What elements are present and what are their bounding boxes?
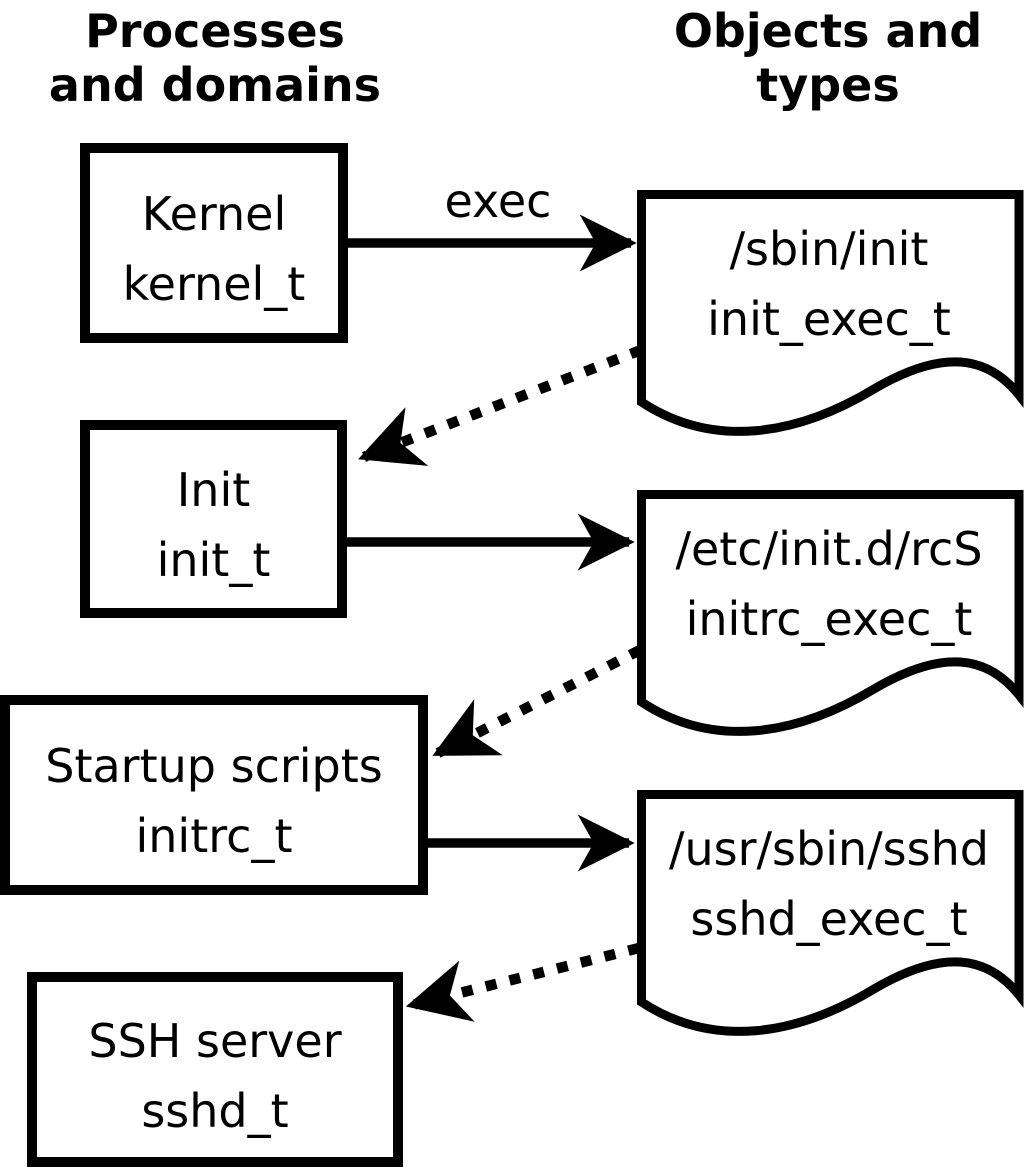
object-path: /etc/init.d/rcS (675, 522, 983, 576)
left-header-line2: and domains (48, 58, 382, 112)
document-shape-sbin-init (637, 190, 1024, 436)
object-doc-etc-initd-rcs: /etc/init.d/rcS initrc_exec_t (634, 514, 1024, 654)
document-shape-usr-sbin-sshd (637, 790, 1024, 1036)
process-label: Kernel (141, 187, 287, 241)
process-domain: init_t (156, 533, 271, 587)
right-column-header: Objects and types (632, 4, 1024, 112)
process-domain: initrc_t (135, 809, 293, 863)
process-label: Startup scripts (45, 739, 383, 793)
process-label: SSH server (88, 1013, 342, 1068)
process-domain: sshd_t (141, 1083, 289, 1138)
left-column-header: Processes and domains (0, 4, 430, 112)
transition-arrow-initrc-exec-to-initrc-t (432, 645, 643, 758)
transition-arrow-init-exec-to-init-t (358, 345, 643, 466)
object-doc-sbin-init: /sbin/init init_exec_t (634, 214, 1024, 354)
left-header-line1: Processes (85, 4, 345, 58)
process-domain: kernel_t (122, 257, 306, 311)
object-doc-usr-sbin-sshd: /usr/sbin/sshd sshd_exec_t (634, 814, 1024, 954)
process-box-kernel: Kernel kernel_t (80, 143, 348, 343)
process-label: Init (176, 463, 251, 517)
object-type: sshd_exec_t (690, 892, 968, 946)
document-shape-etc-initd-rcs (637, 490, 1024, 736)
object-path: /sbin/init (729, 222, 929, 276)
object-path: /usr/sbin/sshd (669, 822, 989, 876)
process-box-init: Init init_t (80, 420, 347, 618)
right-header-line1: Objects and (673, 4, 983, 58)
object-type: initrc_exec_t (685, 592, 973, 646)
right-header-line2: types (756, 58, 900, 112)
transition-arrow-sshd-exec-to-sshd-t (405, 942, 641, 1022)
exec-arrow-label: exec (444, 174, 552, 228)
object-type: init_exec_t (707, 292, 951, 346)
process-box-ssh-server: SSH server sshd_t (27, 972, 403, 1167)
process-box-startup-scripts: Startup scripts initrc_t (0, 695, 428, 895)
